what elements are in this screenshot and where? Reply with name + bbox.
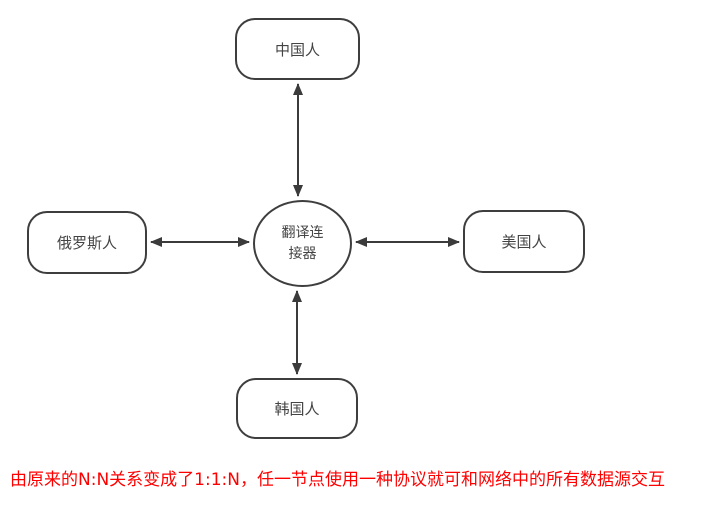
node-korean: 韩国人 — [236, 378, 358, 439]
node-translation-connector-label: 翻译连接器 — [281, 224, 324, 262]
node-russian: 俄罗斯人 — [27, 211, 147, 274]
node-american: 美国人 — [463, 210, 585, 273]
node-translation-connector: 翻译连接器 — [253, 200, 352, 287]
node-russian-label: 俄罗斯人 — [56, 234, 117, 252]
node-chinese-label: 中国人 — [274, 40, 320, 59]
node-american-label: 美国人 — [501, 233, 547, 251]
node-korean-label: 韩国人 — [274, 400, 320, 418]
diagram-caption: 由原来的N:N关系变成了1:1:N，任一节点使用一种协议就可和网络中的所有数据源… — [10, 470, 665, 490]
node-chinese: 中国人 — [235, 18, 360, 80]
